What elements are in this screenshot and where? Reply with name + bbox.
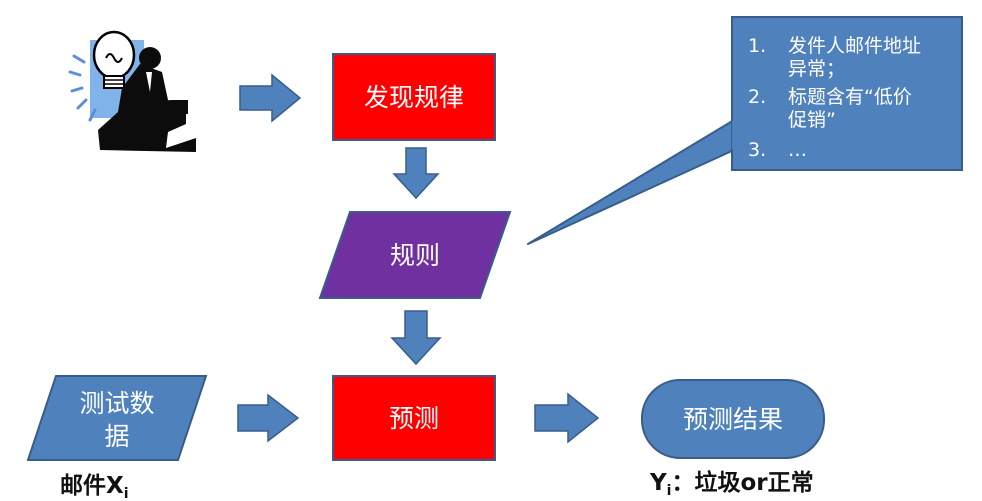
lightbulb-businessman-icon (68, 30, 196, 152)
output-caption: Yi：垃圾or正常 (649, 469, 814, 499)
arrow-discover-to-rules (392, 147, 440, 200)
callout-item-1-num: 1. (748, 35, 766, 57)
callout-item-3-line1: … (788, 139, 807, 161)
discover-patterns-node: 发现规律 (332, 53, 496, 141)
test-data-label-line1: 测试数 (79, 389, 154, 418)
arrow-rules-to-predict (390, 310, 442, 366)
rules-node: 规则 (318, 211, 512, 299)
rules-callout: 1. 发件人邮件地址 异常； 2. 标题含有“低价 促销” 3. … (527, 16, 963, 245)
test-data-label-line2: 据 (104, 422, 129, 451)
callout-item-1-line1: 发件人邮件地址 (788, 35, 921, 57)
callout-item-3-num: 3. (748, 139, 766, 161)
callout-item-2-line1: 标题含有“低价 (788, 86, 912, 108)
input-caption: 邮件Xi (60, 473, 129, 501)
arrow-data-to-predict (237, 393, 300, 443)
callout-item-2-num: 2. (748, 86, 766, 108)
callout-item-1-line2: 异常； (788, 58, 845, 80)
prediction-result-node: 预测结果 (641, 379, 825, 459)
arrow-predict-to-result (534, 392, 600, 444)
test-data-node: 测试数 据 (26, 375, 208, 461)
prediction-result-label: 预测结果 (683, 405, 783, 434)
rules-label: 规则 (390, 241, 440, 270)
predict-label: 预测 (389, 404, 439, 433)
predict-node: 预测 (332, 375, 496, 461)
arrow-icon-to-discover (239, 73, 302, 123)
discover-patterns-label: 发现规律 (364, 83, 464, 112)
callout-item-2-line2: 促销” (788, 109, 836, 131)
